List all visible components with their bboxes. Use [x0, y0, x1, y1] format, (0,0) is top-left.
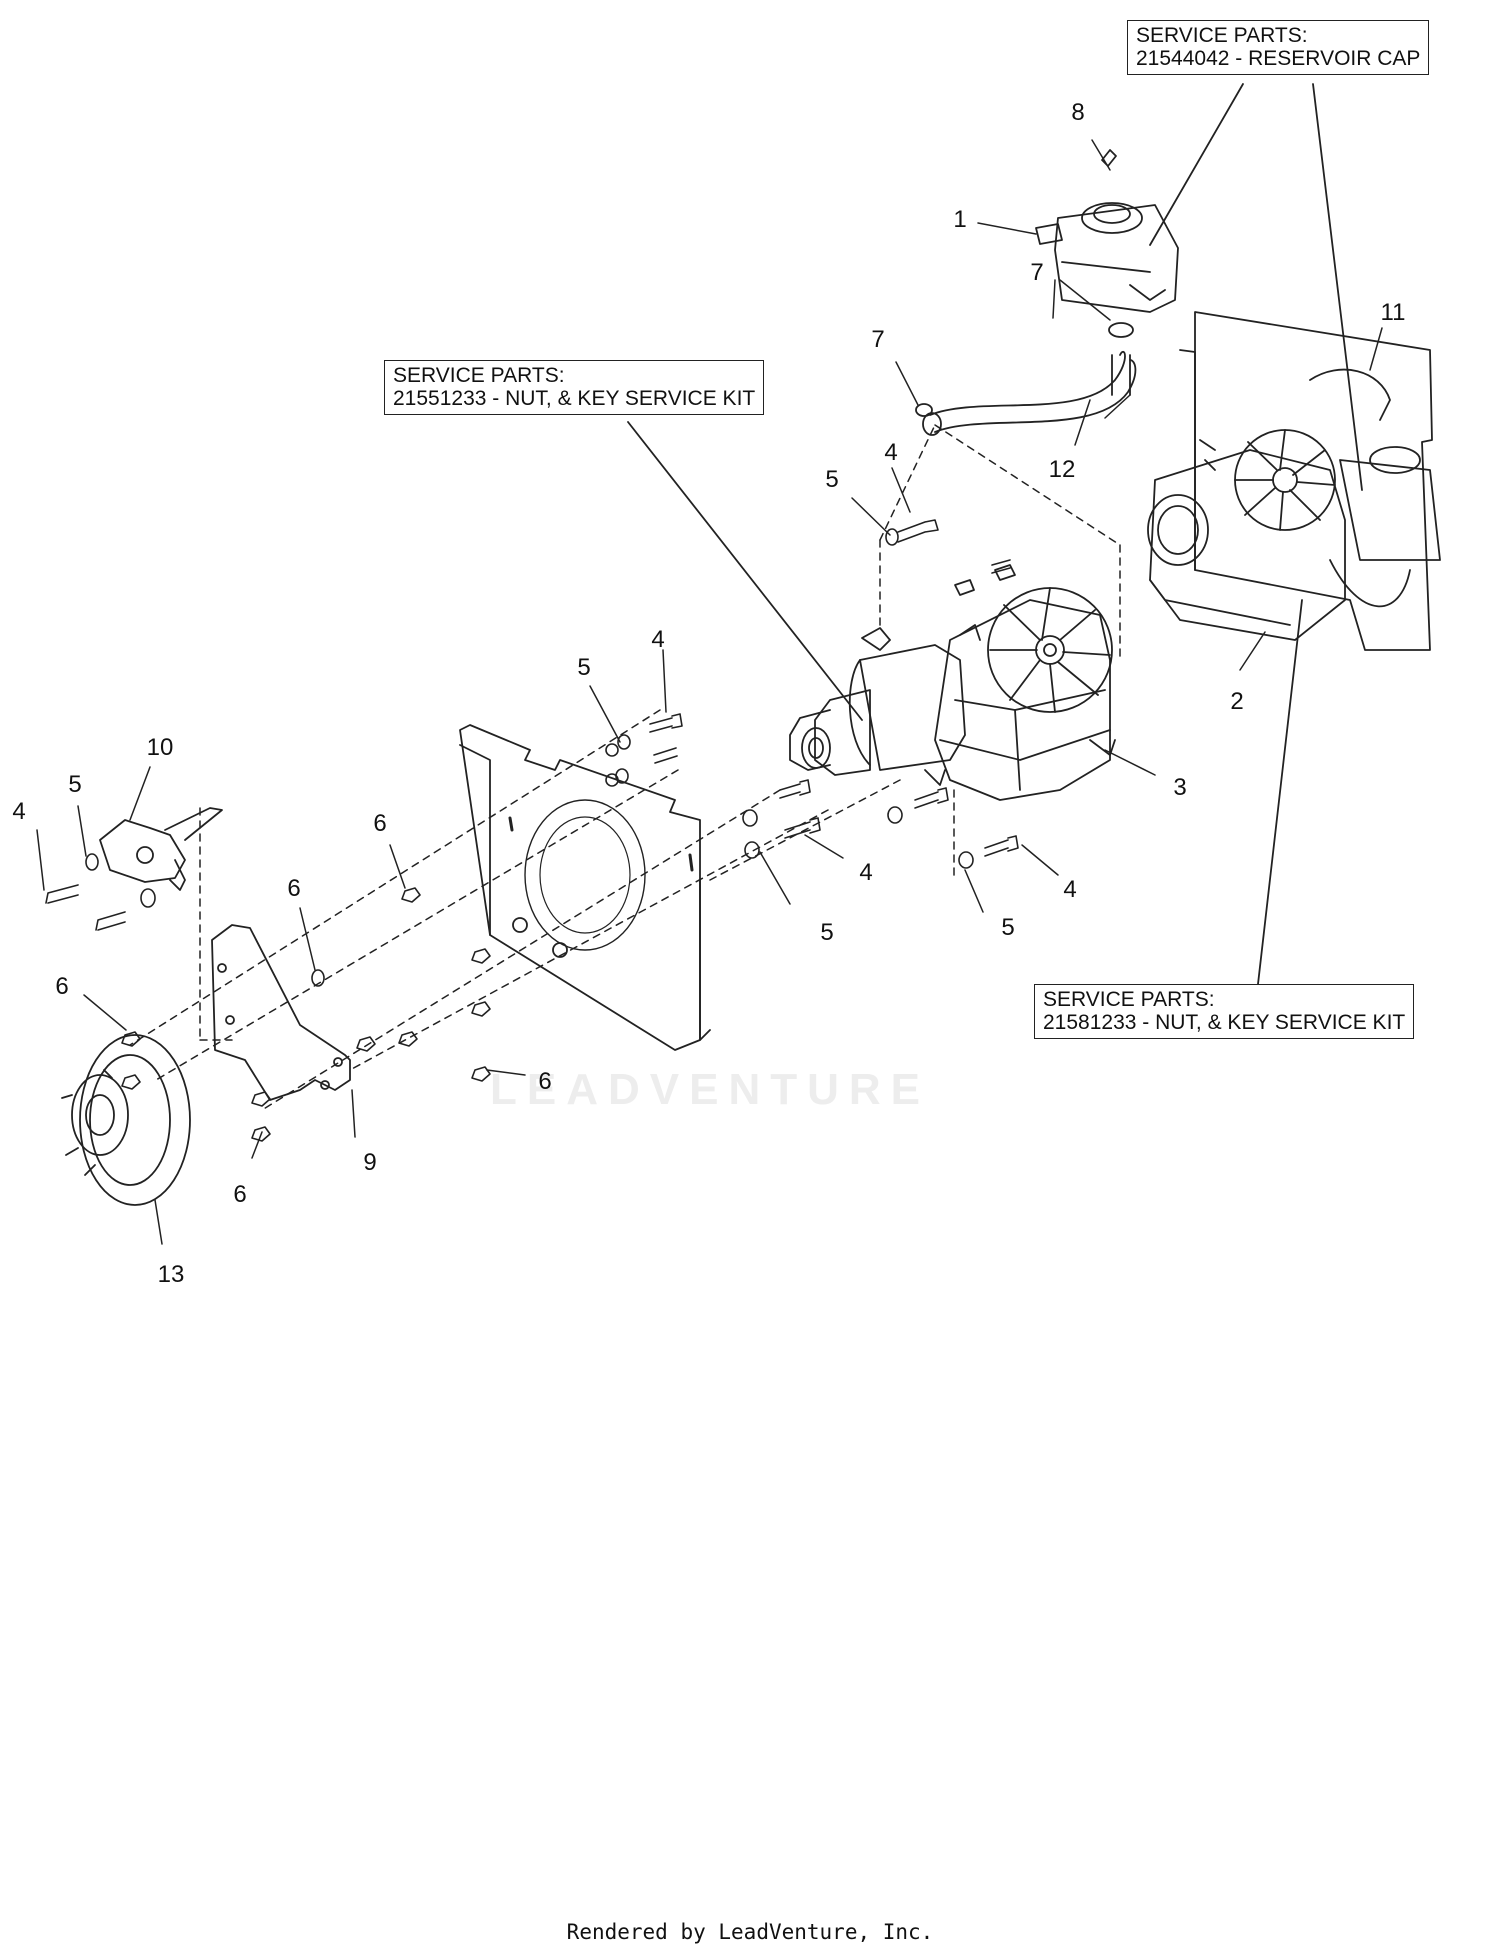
- hydro-transmission: [789, 564, 1116, 801]
- callout-6: 6: [55, 973, 69, 1000]
- callout-6: 6: [233, 1181, 247, 1208]
- brake-caliper: [99, 807, 223, 891]
- callout-11: 11: [1380, 299, 1406, 326]
- service-box-heading: SERVICE PARTS:: [393, 364, 565, 387]
- reservoir-tank: [1035, 149, 1179, 313]
- callout-4: 4: [1063, 876, 1077, 903]
- callout-3: 3: [1173, 774, 1187, 801]
- callout-6: 6: [538, 1068, 552, 1095]
- callout-10: 10: [146, 734, 174, 761]
- assembled-transmission-view: [1147, 311, 1441, 651]
- callout-7: 7: [871, 326, 885, 353]
- callout-2: 2: [1230, 688, 1244, 715]
- assembly-dashed-lines: [129, 424, 1121, 1111]
- callout-5: 5: [1001, 914, 1015, 941]
- service-box-heading: SERVICE PARTS:: [1043, 988, 1215, 1011]
- hardware: [45, 519, 1019, 1142]
- callout-5: 5: [820, 919, 834, 946]
- callout-7: 7: [1030, 259, 1044, 286]
- callout-5: 5: [68, 771, 82, 798]
- mounting-plate: [459, 724, 711, 1051]
- callout-6: 6: [373, 810, 387, 837]
- service-leader-lines: [627, 83, 1363, 985]
- callout-12: 12: [1048, 456, 1076, 483]
- hub-rotor: [61, 1034, 191, 1206]
- callout-6: 6: [287, 875, 301, 902]
- service-box-heading: SERVICE PARTS:: [1136, 24, 1308, 47]
- callout-4: 4: [884, 439, 898, 466]
- callout-4: 4: [859, 859, 873, 886]
- render-credit: Rendered by LeadVenture, Inc.: [566, 1920, 934, 1944]
- callout-4: 4: [12, 798, 26, 825]
- callout-8: 8: [1071, 99, 1085, 126]
- service-parts-box-reservoir-cap: SERVICE PARTS: 21544042 - RESERVOIR CAP: [1127, 20, 1430, 75]
- service-parts-box-nut-key-kit-lower: SERVICE PARTS: 21581233 - NUT, & KEY SER…: [1034, 984, 1415, 1039]
- callout-5: 5: [825, 466, 839, 493]
- service-box-part: 21551233 - NUT, & KEY SERVICE KIT: [393, 387, 756, 410]
- brake-bracket: [211, 924, 351, 1101]
- callout-4: 4: [651, 626, 665, 653]
- service-box-part: 21544042 - RESERVOIR CAP: [1136, 47, 1421, 70]
- watermark: LEADVENTURE: [490, 1065, 931, 1114]
- callout-13: 13: [157, 1261, 185, 1288]
- service-box-part: 21581233 - NUT, & KEY SERVICE KIT: [1043, 1011, 1406, 1034]
- service-parts-box-nut-key-kit-center: SERVICE PARTS: 21551233 - NUT, & KEY SER…: [384, 360, 765, 415]
- callout-1: 1: [953, 206, 967, 233]
- callout-leader-lines: [36, 139, 1383, 1245]
- callout-9: 9: [363, 1149, 377, 1176]
- hose: [915, 322, 1137, 436]
- callout-5: 5: [577, 654, 591, 681]
